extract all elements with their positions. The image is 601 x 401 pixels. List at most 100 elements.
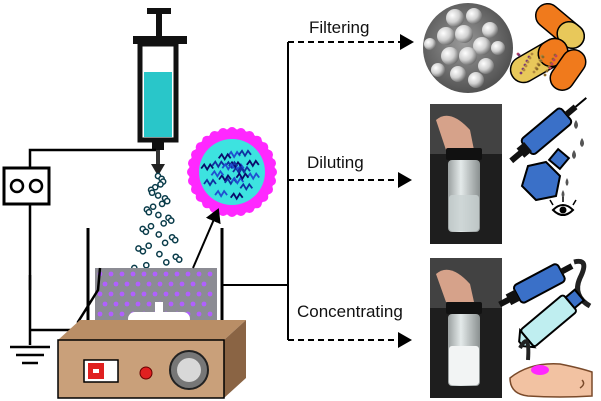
droplet [171,236,179,244]
syringe [133,8,187,176]
microsphere [459,47,477,65]
vial-photo-diluted [430,104,502,244]
bottle-icon [520,147,571,202]
microsphere [446,9,464,27]
particle-dot [190,281,196,287]
particle-dot [185,271,191,277]
inset-arrow [192,208,221,269]
particle-dot [174,271,180,277]
particle-dot [168,301,174,307]
particle-dot [174,291,180,297]
microsphere [431,63,445,77]
magnetic-stirrer [57,320,246,399]
ground-symbol [10,345,50,365]
droplet [162,259,170,266]
particle-dot [102,301,108,307]
power-supply [2,166,51,206]
droplet [147,222,155,230]
particle-dot [113,281,119,287]
droplet [156,250,163,258]
droplet [161,239,169,247]
microsphere [466,8,482,24]
microsphere [424,38,436,50]
process-branches [222,34,414,348]
particle-dot [179,301,185,307]
particle-dot [141,271,147,277]
particle-dot [179,281,185,287]
particle-dot [102,281,108,287]
particle-dot [135,301,141,307]
particle-dot [196,291,202,297]
particle-dot [201,301,207,307]
droplet [163,197,171,205]
microsphere [473,37,491,55]
droplet [175,256,183,263]
droplet [145,208,153,216]
particle-dot [201,281,207,287]
microsphere [468,72,484,88]
microsphere [478,58,494,74]
droplet [158,200,166,208]
particle-dot [152,291,158,297]
sem-micrograph [423,3,513,93]
particle-dot [207,271,213,277]
particle-dot [163,271,169,277]
particle-dot [207,311,213,317]
microsphere [450,66,466,82]
droplet [142,261,150,269]
capsules [509,2,587,91]
particle-dot [196,311,202,317]
droplet [149,203,157,211]
particle-dot [135,281,141,287]
particle-dot [146,301,152,307]
particle-dot [108,271,114,277]
particle-dot [146,281,152,287]
particle-dot [196,271,202,277]
droplet [139,247,147,255]
label-concentrating: Concentrating [297,302,403,321]
droplet [145,242,153,250]
particle-dot [157,281,163,287]
microsphere [455,25,473,43]
particle-dot [190,301,196,307]
microsphere [491,41,505,55]
particle-dot [108,291,114,297]
particle-dot [168,281,174,287]
microsphere [482,22,498,38]
label-filtering: Filtering [309,18,370,37]
syringe-icon-2 [498,258,592,309]
particle-dot [97,291,103,297]
droplet [155,231,163,238]
particle-dot [130,291,136,297]
particle-dot [113,301,119,307]
particle-dot [119,291,125,297]
droplet [154,192,162,199]
microsphere [441,47,459,65]
gel-tube-icon [518,288,586,361]
droplet [142,228,150,236]
particle-dot [108,311,114,317]
droplet [167,217,175,224]
particle-dot [141,291,147,297]
collection-bath [86,228,224,338]
droplet [155,211,162,219]
particle-dot [119,311,125,317]
particle-dot [124,301,130,307]
eye-icon [549,197,577,216]
label-diluting: Diluting [307,153,364,172]
droplet [148,189,156,197]
particle-dot [130,271,136,277]
core-shell-particle [187,127,277,217]
particle-dot [119,271,125,277]
syringe-icon [509,97,587,164]
arm-icon [509,363,593,398]
vial-photo-concentrated [430,258,502,398]
particle-dot [97,311,103,317]
droplet [157,181,164,188]
particle-dot [124,281,130,287]
particle-dot [152,271,158,277]
particle-dot [163,291,169,297]
particle-dot [185,291,191,297]
droplet-chain [130,172,183,272]
